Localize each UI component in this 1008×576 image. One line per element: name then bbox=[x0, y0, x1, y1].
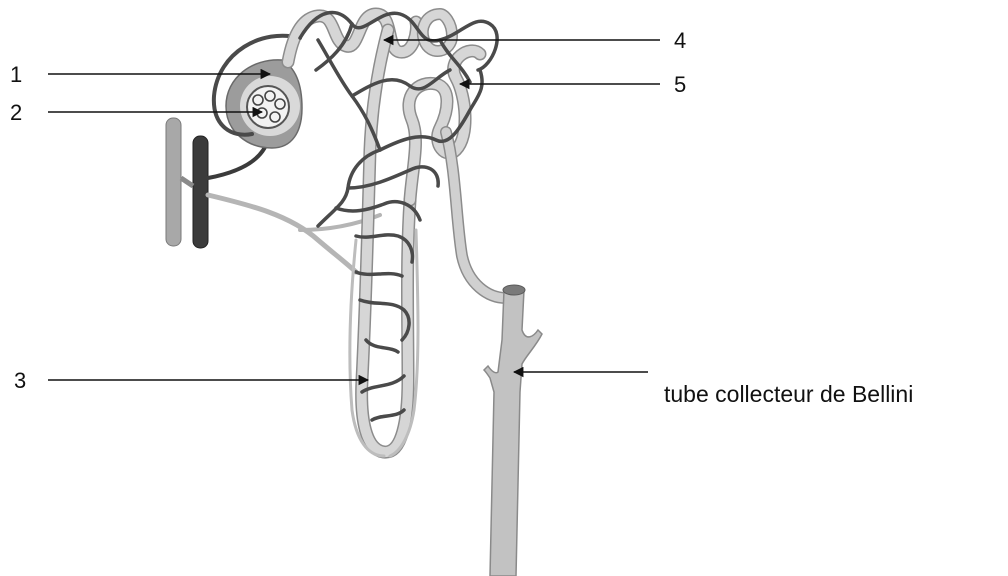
interlobular-vein bbox=[193, 136, 208, 248]
efferent-branch bbox=[208, 195, 356, 272]
vessel-link bbox=[181, 178, 193, 186]
collecting-duct bbox=[484, 285, 542, 576]
label-3: 3 bbox=[14, 368, 26, 393]
interlobular-artery bbox=[166, 118, 181, 246]
collecting-duct-opening bbox=[503, 285, 525, 295]
label-5: 5 bbox=[674, 72, 686, 97]
label-2: 2 bbox=[10, 100, 22, 125]
label-4: 4 bbox=[674, 28, 686, 53]
connecting-tubule bbox=[446, 132, 506, 298]
collecting-duct-body bbox=[484, 290, 542, 576]
label-collecting-duct: tube collecteur de Bellini bbox=[664, 381, 913, 407]
label-1: 1 bbox=[10, 62, 22, 87]
proximal-tubule bbox=[288, 14, 416, 62]
distal-tubule bbox=[409, 14, 480, 200]
renal-vessels bbox=[166, 118, 208, 248]
capillary-network bbox=[300, 12, 497, 420]
